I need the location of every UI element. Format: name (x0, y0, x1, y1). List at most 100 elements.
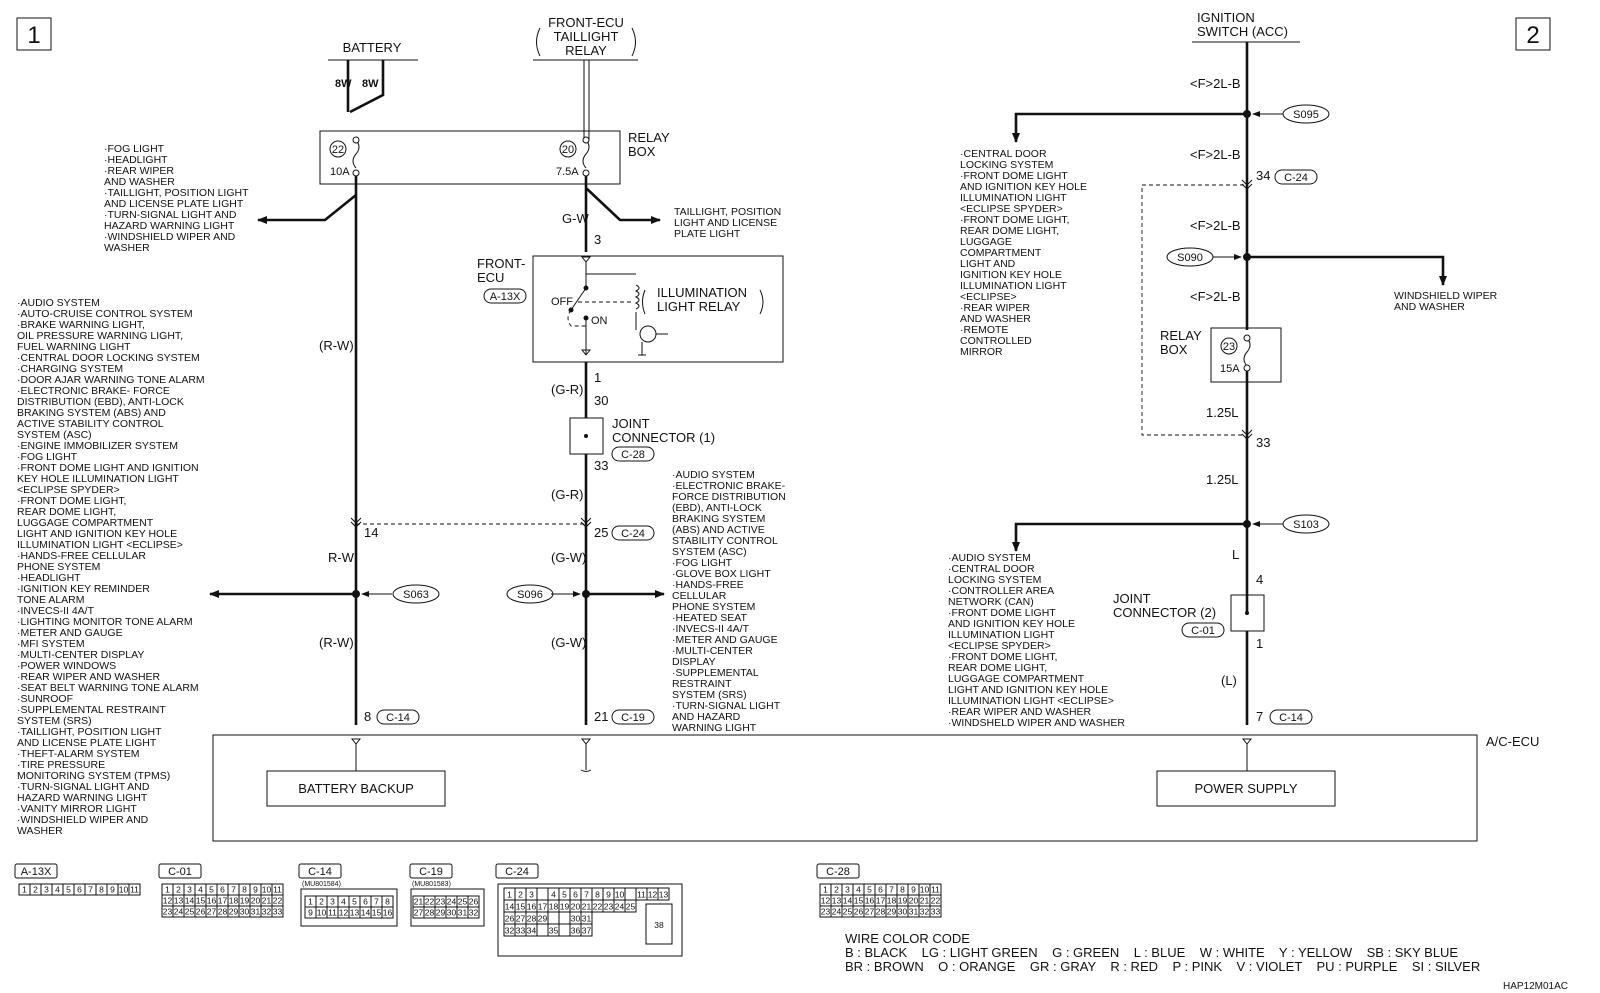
connector-pin: 4 (55, 885, 60, 895)
connector-pin: 4 (341, 897, 346, 907)
s063_out-line: DISTRIBUTION (EBD), ANTI-LOCK (17, 396, 184, 408)
pin-33b-mark (1241, 429, 1253, 440)
s063_out-line: SYSTEM (SRS) (17, 715, 92, 727)
connector-pin: 2 (319, 897, 324, 907)
connector-pin: 27 (414, 908, 424, 918)
connector-cell (381, 906, 394, 919)
joint1-label-1: JOINT (612, 416, 650, 431)
s063_out-line: KEY HOLE ILLUMINATION LIGHT (17, 473, 179, 485)
conn-c14-a-tag (376, 709, 420, 725)
connector-pin: 13 (350, 908, 360, 918)
s103_out-line: LUGGAGE COMPARTMENT (948, 673, 1085, 685)
page-marker-box-1 (16, 17, 52, 51)
conn-a13x: A-13X (490, 291, 521, 303)
wire-l-paren: (L) (1221, 673, 1237, 688)
connector-pin: 10 (262, 885, 272, 895)
s063_out-line: ·AUDIO SYSTEM (17, 297, 100, 309)
s096_out-line: ·HANDS-FREE (672, 579, 744, 591)
connector-cell (128, 883, 141, 896)
pin-1b: 1 (1256, 636, 1263, 651)
connector-pin: 19 (240, 896, 250, 906)
s095_out-line: ILLUMINATION LIGHT (960, 192, 1067, 204)
s063_out-line: ·MFI SYSTEM (17, 638, 85, 650)
connector-pin: 9 (308, 908, 313, 918)
connector-pin: 31 (251, 907, 261, 917)
s063_out-line: ·BRAKE WARNING LIGHT, (17, 319, 145, 331)
s063_out-line: ·THEFT-ALARM SYSTEM (17, 748, 140, 760)
wire-color-line1: B : BLACK LG : LIGHT GREEN G : GREEN L :… (845, 945, 1458, 960)
relay-box-left-label-2: BOX (628, 144, 656, 159)
connector-pin: 10 (119, 885, 129, 895)
connector-tag-box (816, 863, 860, 879)
s063_out-line: ·TAILLIGHT, POSITION LIGHT (17, 726, 162, 738)
conn-c14-b: C-14 (1279, 712, 1303, 724)
s095_out-line: LOCKING SYSTEM (960, 159, 1053, 171)
connector-pin: 29 (887, 907, 897, 917)
connector-pin: 36 (571, 926, 581, 936)
front-ecu-label-1: FRONT- (477, 256, 525, 271)
s095-dot (1243, 110, 1251, 118)
connector-pin: 3 (529, 890, 534, 900)
connector-pin: 3 (44, 885, 49, 895)
fuse-22-top (352, 136, 360, 144)
connector-pin: 20 (251, 896, 261, 906)
conn-c24-a: C-24 (621, 528, 645, 540)
s063_out-line: AND LICENSE PLATE LIGHT (17, 737, 157, 749)
fuse-22-bot (352, 169, 360, 177)
s103_out-line: ·FRONT DOME LIGHT, (948, 651, 1057, 663)
connector-pin: 1 (22, 885, 27, 895)
connector-cell (929, 905, 942, 918)
c24-housing (497, 883, 683, 957)
connector-pin: 12 (339, 908, 349, 918)
relay-label-2: LIGHT RELAY (657, 299, 741, 314)
s063_out-line: ·TIRE PRESSURE (17, 759, 105, 771)
wire-125l-a: 1.25L (1206, 405, 1239, 420)
wire-f2lb-3: <F>2L-B (1190, 218, 1241, 233)
s063_out-line: ·ENGINE IMMOBILIZER SYSTEM (17, 440, 178, 452)
s063_out-line: ·INVECS-II 4A/T (17, 605, 95, 617)
connector-pin: 21 (920, 896, 930, 906)
connector-pin: 1 (165, 885, 170, 895)
s096_out-line: ·METER AND GAUGE (672, 634, 778, 646)
fuse-23-circle (1220, 337, 1238, 355)
s063_out-line: ACTIVE STABILITY CONTROL (17, 418, 164, 430)
s096_out-line: ·SUPPLEMENTAL (672, 667, 759, 679)
battery-label: BATTERY (343, 40, 402, 55)
connector-pin: 22 (425, 897, 435, 907)
connector-pin: 1 (308, 897, 313, 907)
pin-4: 4 (1256, 572, 1263, 587)
relay_left_out-line: AND WASHER (104, 176, 175, 188)
wire-gw-a: (G-W) (551, 550, 586, 565)
connector-pin: 17 (876, 896, 886, 906)
s103_out-line: ·CONTROLLER AREA (948, 585, 1054, 597)
s063_out-line: ·REAR WIPER AND WASHER (17, 671, 161, 683)
connector-pin: 14 (505, 902, 515, 912)
connector-pin: 5 (209, 885, 214, 895)
connector-pin: 18 (887, 896, 897, 906)
c24-loop (1141, 184, 1244, 436)
front-ecu-relay-label-2: TAILLIGHT (554, 29, 619, 44)
connector-tag: A-13X (21, 866, 52, 878)
connector-pin: 22 (931, 896, 941, 906)
pin-1: 1 (594, 370, 601, 385)
connector-pin: 23 (436, 897, 446, 907)
s096_out-line: ·GLOVE BOX LIGHT (672, 568, 771, 580)
wire-rw-mid: R-W (328, 550, 355, 565)
power-supply-box (1156, 770, 1336, 807)
fuse-20-symbol (582, 139, 590, 169)
connector-cell (580, 923, 593, 937)
connector-tag: C-28 (826, 866, 850, 878)
taillight_out-line: PLATE LIGHT (674, 228, 741, 240)
connector-pin: 8 (595, 890, 600, 900)
s090_out-line: AND WASHER (1394, 301, 1465, 313)
connector-tag-box (298, 863, 342, 879)
s063_out-line: ·FRONT DOME LIGHT, (17, 495, 126, 507)
connector-pin: 7 (889, 885, 894, 895)
connector-pin: 30 (898, 907, 908, 917)
connector-pin: 32 (469, 908, 479, 918)
connector-pin: 26 (469, 897, 479, 907)
connector-pin: 21 (582, 902, 592, 912)
fuse-20-top (582, 136, 590, 144)
